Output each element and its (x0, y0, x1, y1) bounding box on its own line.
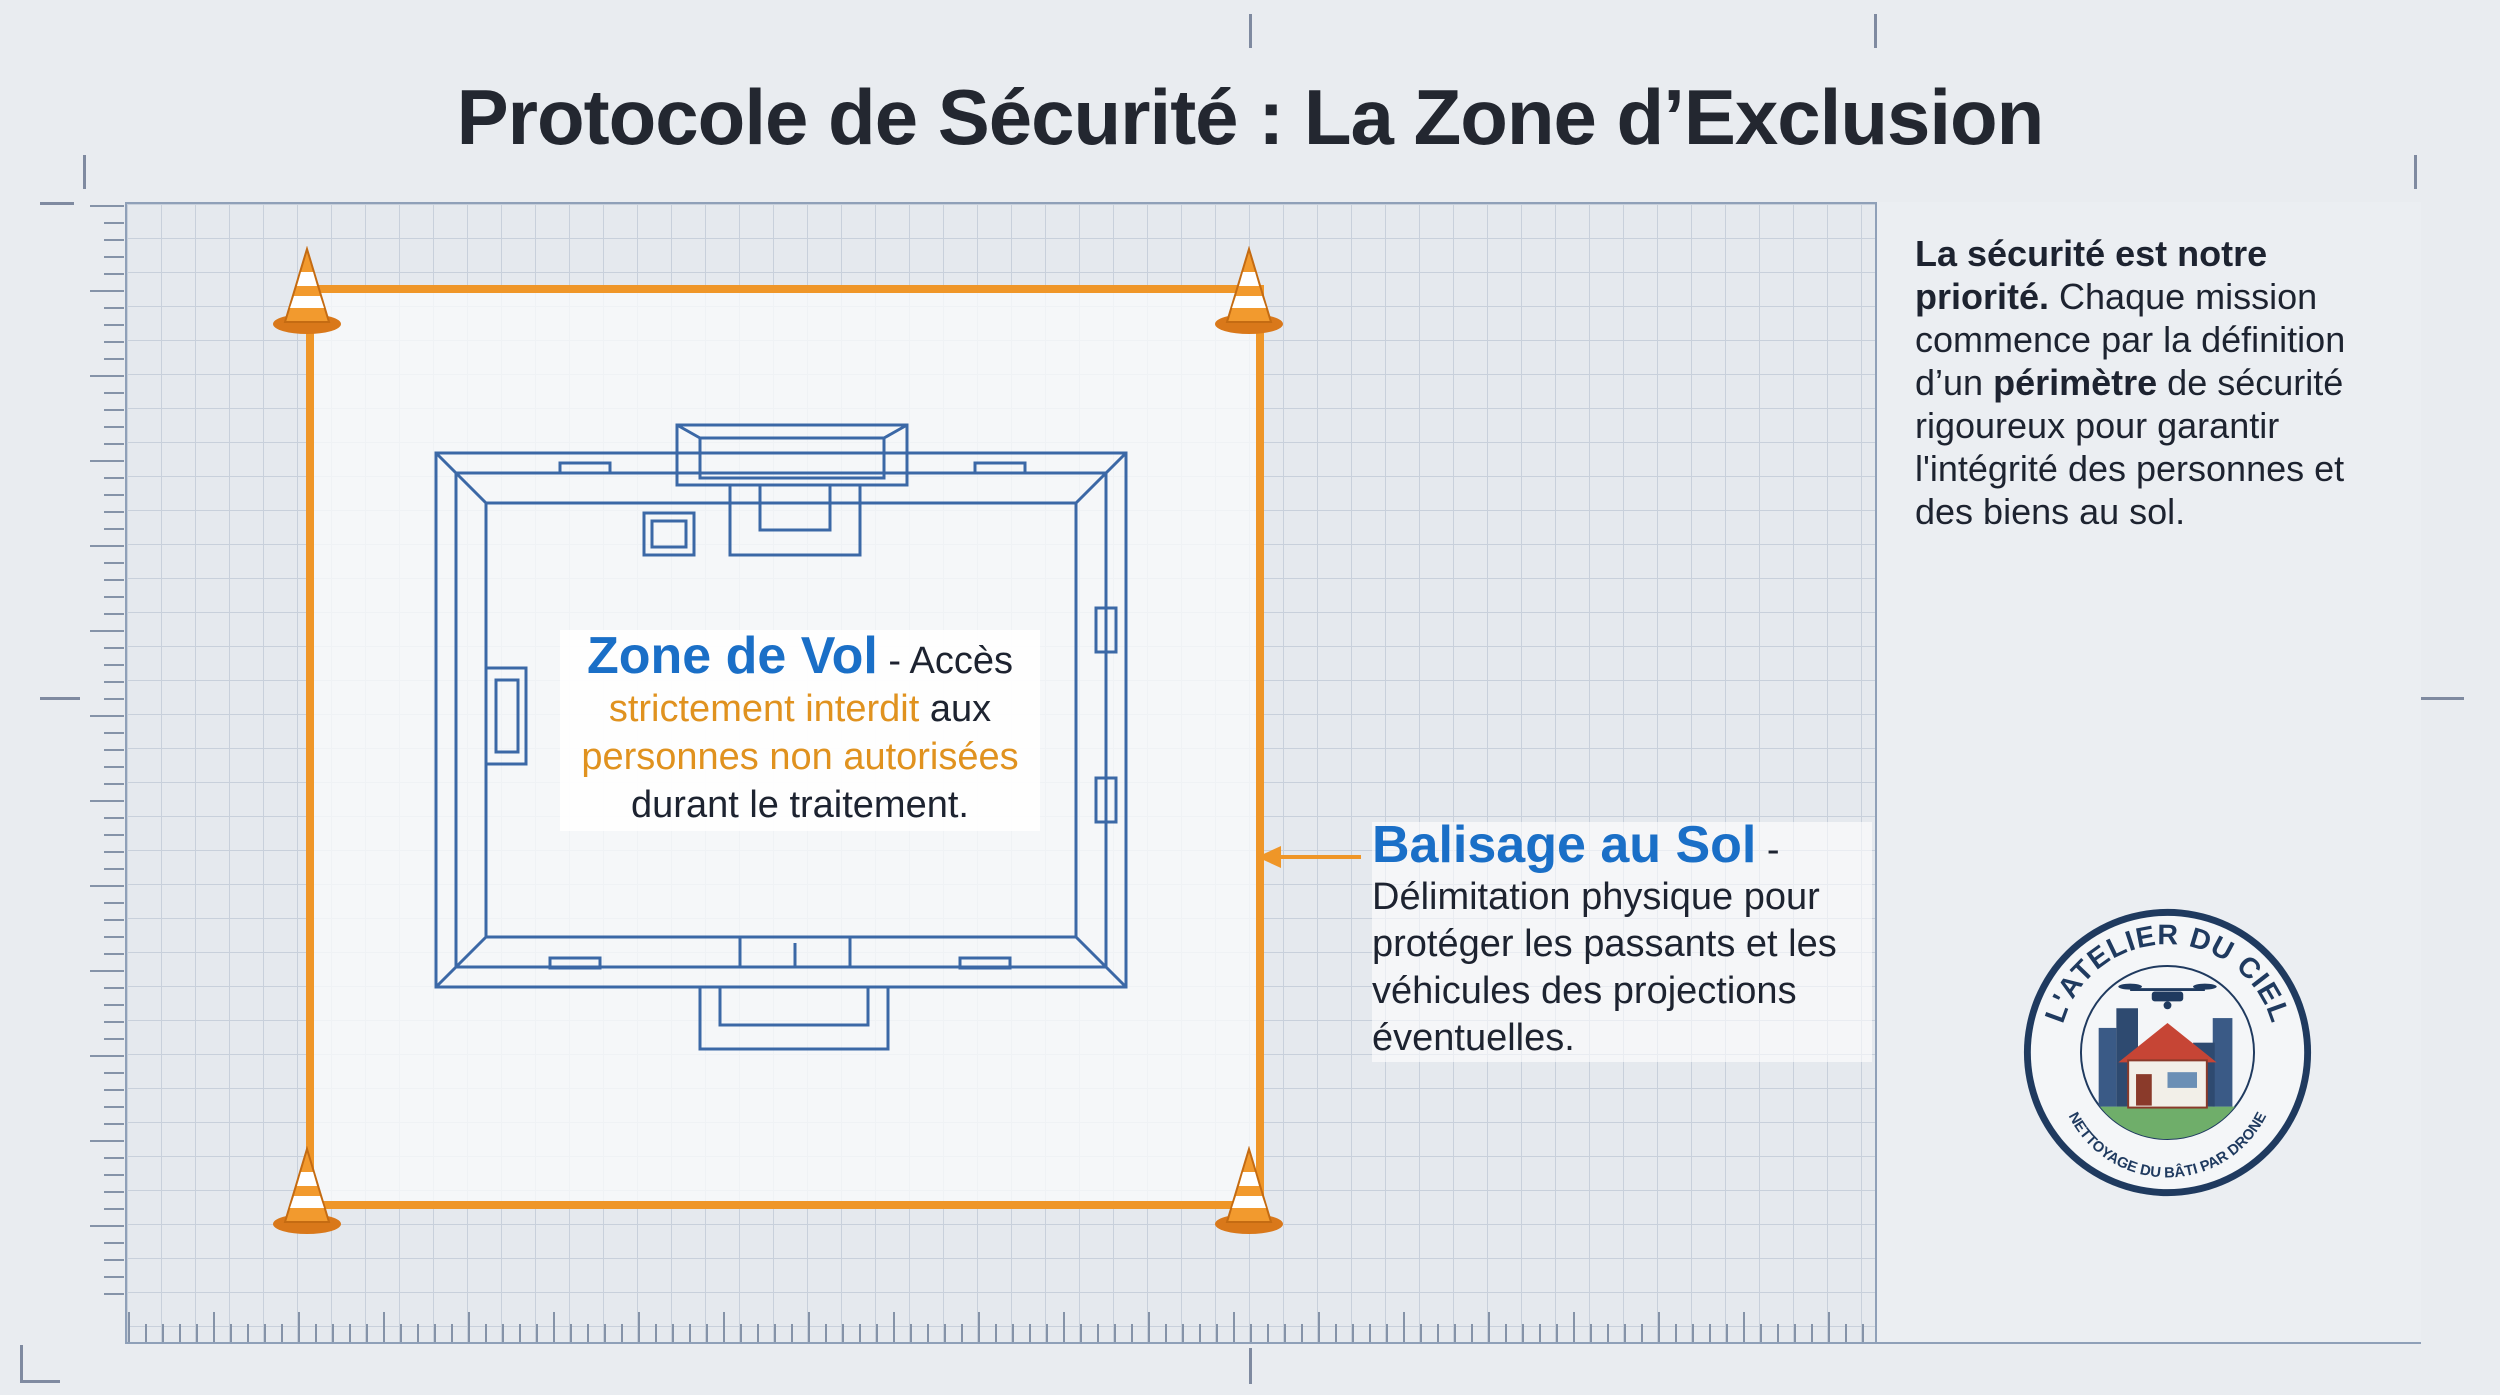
traffic-cone-icon (1215, 246, 1283, 334)
crop-mark-bottom-mid (1249, 1348, 1252, 1384)
flight-zone-text-a: Accès (909, 640, 1013, 682)
company-logo: L'ATELIER DU CIEL NETTOYAGE DU BÂTI PAR … (2023, 908, 2312, 1197)
ground-marking-text: Délimitation physique pour protéger les … (1372, 876, 1837, 1059)
arrow-left-icon (1257, 846, 1361, 868)
crop-mark-top-2 (1874, 14, 1877, 48)
flight-zone-text-b: aux (929, 688, 992, 730)
crop-mark-corner-bl-h (20, 1380, 60, 1383)
traffic-cone-icon (273, 1146, 341, 1234)
crop-mark-left-top (83, 155, 86, 189)
building-floorplan-icon (434, 423, 1128, 1051)
crop-mark-corner-h (40, 202, 74, 205)
ruler-bottom (128, 1312, 1864, 1342)
ground-marking-separator: - (1756, 829, 1780, 871)
crop-mark-left-mid (40, 697, 80, 700)
page-title: Protocole de Sécurité : La Zone d’Exclus… (456, 73, 2045, 161)
sidebar-bold-word: périmètre (1993, 362, 2158, 403)
crop-mark-top-1 (1249, 14, 1252, 48)
flight-zone-separator: - (877, 640, 910, 682)
drone-icon (2118, 983, 2217, 1010)
traffic-cone-icon (1215, 1146, 1283, 1234)
traffic-cone-icon (273, 246, 341, 334)
crop-mark-corner-bl-v (20, 1345, 23, 1383)
flight-zone-title: Zone de Vol (587, 627, 878, 685)
crop-mark-right-mid (2420, 697, 2464, 700)
sidebar-text-2: de sécurité rigoureux pour garantir l'in… (1915, 362, 2345, 532)
ground-marking-label: Balisage au Sol - Délimitation physique … (1372, 819, 1872, 1062)
ruler-left (90, 205, 124, 1295)
sidebar-text-1: Chaque mission commence par la définitio… (1915, 276, 2346, 403)
crop-mark-right-top (2414, 155, 2417, 189)
sidebar-heading: La sécurité est notre priorité. (1915, 233, 2268, 317)
flight-zone-text-c: durant le traitement. (631, 784, 969, 826)
flight-zone-highlight-1: strictement interdit (608, 688, 920, 730)
flight-zone-label: Zone de Vol - Accès strictement interdit… (560, 630, 1040, 831)
flight-zone-highlight-2: personnes non autorisées (581, 736, 1019, 778)
sidebar-text: La sécurité est notre priorité. Chaque m… (1915, 232, 2395, 533)
ground-marking-title: Balisage au Sol (1372, 816, 1757, 874)
